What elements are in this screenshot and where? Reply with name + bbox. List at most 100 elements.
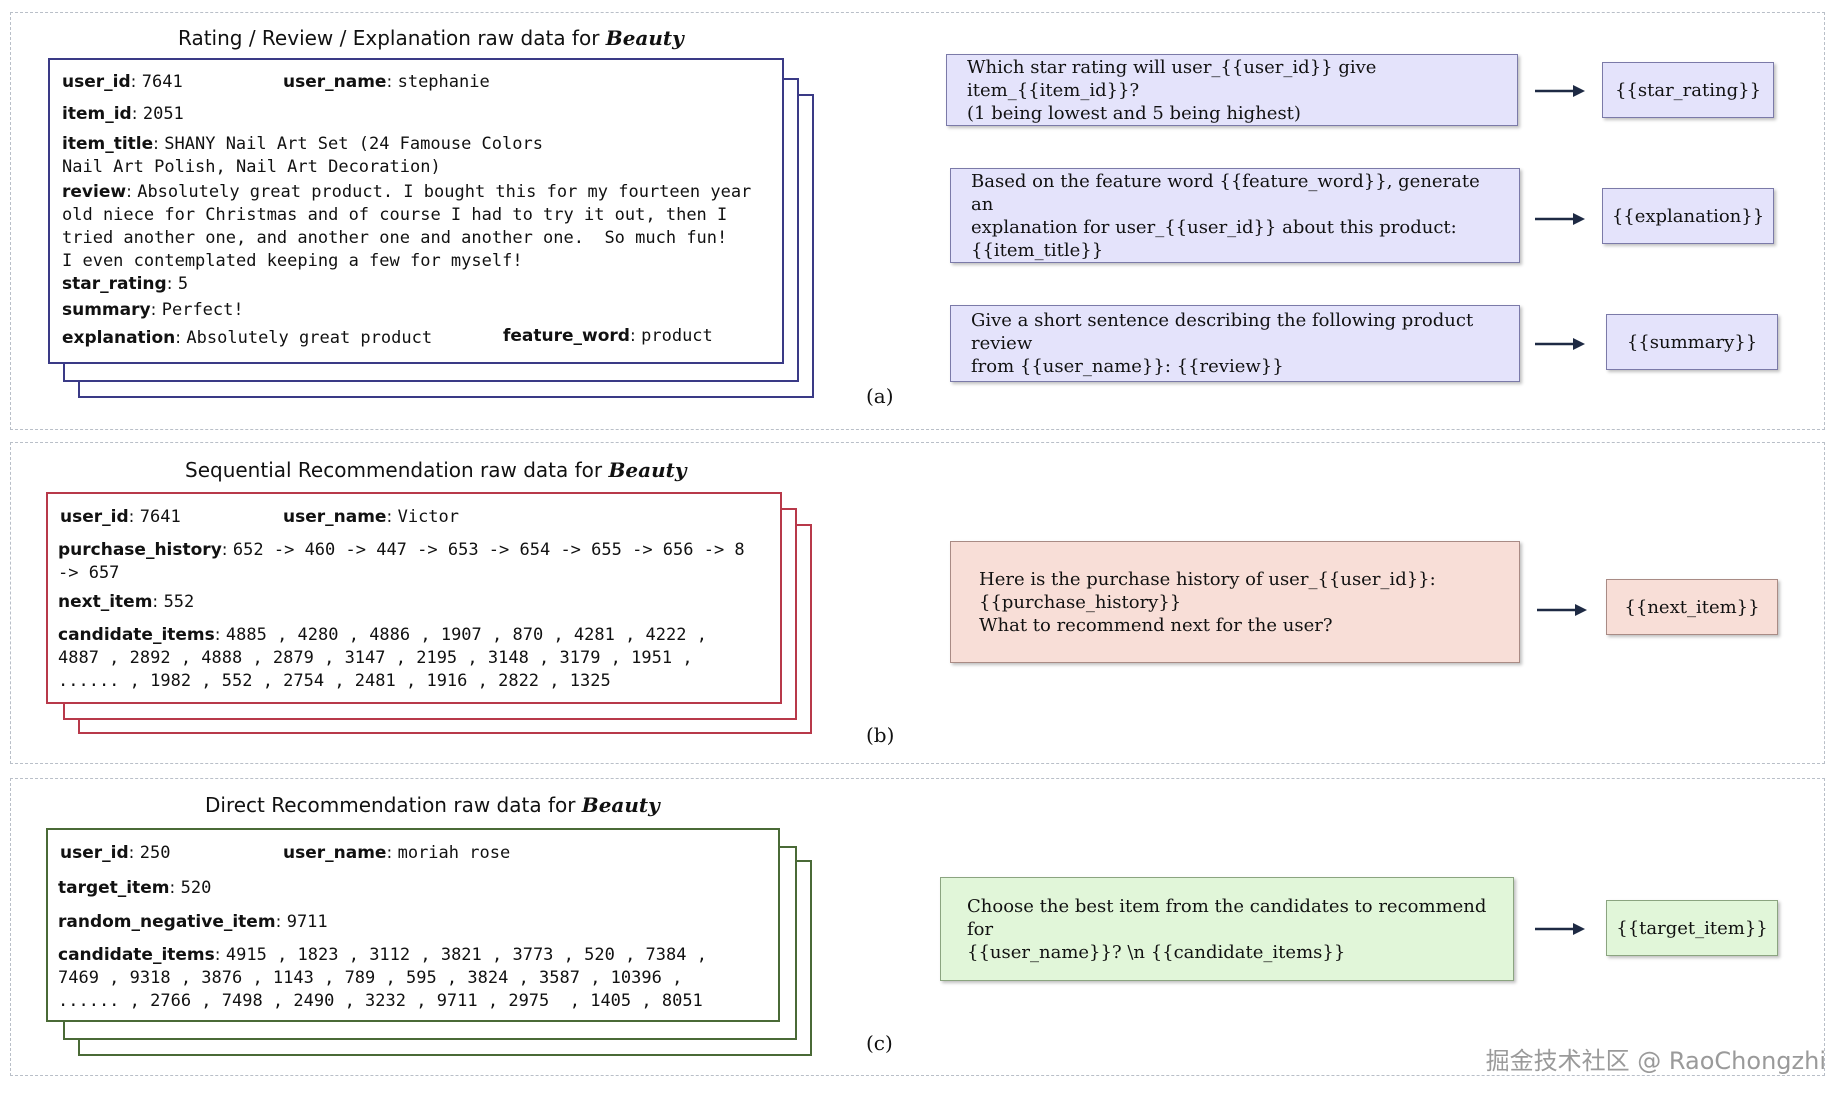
- a-explanation-row: explanation: Absolutely great product: [62, 328, 433, 348]
- a-arrow-summary: [1535, 338, 1585, 350]
- c-user-id-value: 250: [139, 843, 171, 863]
- a-item-id-row: item_id: 2051: [62, 104, 184, 124]
- b-user-name-key: user_name: [283, 507, 387, 527]
- panel-b-title: Sequential Recommendation raw data for B…: [185, 458, 686, 482]
- b-prompt-line3: What to recommend next for the user?: [979, 614, 1333, 636]
- b-user-name-row: user_name: Victor: [283, 507, 460, 527]
- c-target-item-value: 520: [180, 878, 212, 898]
- panel-a-title: Rating / Review / Explanation raw data f…: [178, 26, 684, 50]
- a-user-id-row: user_id: 7641: [62, 72, 183, 92]
- a-explanation-key: explanation: [62, 328, 176, 348]
- a-star-rating-row: star_rating: 5: [62, 274, 189, 294]
- a-arrow-rating: [1535, 85, 1585, 97]
- b-prompt-line2: {{purchase_history}}: [979, 591, 1182, 613]
- c-candidate-line3: ...... , 2766 , 7498 , 2490 , 3232 , 971…: [58, 991, 703, 1011]
- b-next-item-row: next_item: 552: [58, 592, 195, 612]
- b-purchase-history-key: purchase_history: [58, 540, 222, 560]
- a-prompt-explanation-line2: explanation for user_{{user_id}} about t…: [971, 216, 1457, 238]
- panel-c-card-front: [46, 828, 780, 1022]
- c-random-negative-row: random_negative_item: 9711: [58, 912, 328, 932]
- a-user-id-key: user_id: [62, 72, 131, 92]
- panel-a-title-text: Rating / Review / Explanation raw data f…: [178, 26, 606, 50]
- c-user-name-value: moriah rose: [397, 843, 511, 863]
- c-user-id-row: user_id: 250: [60, 843, 171, 863]
- b-purchase-history-line1: 652 -> 460 -> 447 -> 653 -> 654 -> 655 -…: [232, 540, 745, 560]
- b-next-item-value: 552: [163, 592, 195, 612]
- panel-b-title-text: Sequential Recommendation raw data for: [185, 458, 609, 482]
- b-user-id-value: 7641: [139, 507, 181, 527]
- a-summary-value: Perfect!: [161, 300, 244, 320]
- a-prompt-summary-line1: Give a short sentence describing the fol…: [971, 310, 1474, 354]
- b-arrow-next-item: [1537, 604, 1587, 616]
- c-target-target-item: {{target_item}}: [1606, 900, 1778, 956]
- a-target-summary: {{summary}}: [1606, 314, 1778, 370]
- c-user-id-key: user_id: [60, 843, 129, 863]
- a-target-star-rating: {{star_rating}}: [1602, 62, 1774, 118]
- panel-a-label: (a): [866, 384, 894, 408]
- a-review-key: review: [62, 182, 127, 202]
- panel-b-card-front: [46, 492, 782, 704]
- panel-c-title: Direct Recommendation raw data for Beaut…: [205, 793, 660, 817]
- a-prompt-explanation-line1: Based on the feature word {{feature_word…: [971, 170, 1480, 215]
- c-random-negative-value: 9711: [286, 912, 328, 932]
- a-item-title-line1: SHANY Nail Art Set (24 Famouse Colors: [164, 134, 543, 154]
- a-review-line3: tried another one, and another one and a…: [62, 228, 728, 248]
- b-user-id-row: user_id: 7641: [60, 507, 181, 527]
- a-item-title-row: item_title: SHANY Nail Art Set (24 Famou…: [62, 134, 543, 154]
- b-target-next-item: {{next_item}}: [1606, 579, 1778, 635]
- c-target-item-key: target_item: [58, 878, 170, 898]
- b-prompt-next-item: Here is the purchase history of user_{{u…: [950, 541, 1520, 663]
- c-user-name-key: user_name: [283, 843, 387, 863]
- panel-a: [10, 12, 1825, 430]
- panel-c-title-text: Direct Recommendation raw data for: [205, 793, 582, 817]
- a-item-id-value: 2051: [142, 104, 184, 124]
- panel-a-title-dataset: Beauty: [605, 26, 684, 50]
- a-feature-word-key: feature_word: [503, 326, 630, 346]
- a-review-line2: old niece for Christmas and of course I …: [62, 205, 728, 225]
- a-user-id-value: 7641: [141, 72, 183, 92]
- b-user-id-key: user_id: [60, 507, 129, 527]
- c-target-item-row: target_item: 520: [58, 878, 212, 898]
- c-prompt-target-item: Choose the best item from the candidates…: [940, 877, 1514, 981]
- a-review-row: review: Absolutely great product. I boug…: [62, 182, 752, 202]
- a-arrow-explanation: [1535, 213, 1585, 225]
- a-star-rating-key: star_rating: [62, 274, 167, 294]
- panel-c-title-dataset: Beauty: [581, 793, 660, 817]
- a-item-id-key: item_id: [62, 104, 132, 124]
- a-user-name-row: user_name: stephanie: [283, 72, 490, 92]
- c-random-negative-key: random_negative_item: [58, 912, 276, 932]
- a-item-title-key: item_title: [62, 134, 154, 154]
- a-explanation-value: Absolutely great product: [186, 328, 433, 348]
- a-review-line1: Absolutely great product. I bought this …: [137, 182, 752, 202]
- a-star-rating-value: 5: [177, 274, 189, 294]
- b-user-name-value: Victor: [397, 507, 460, 527]
- panel-b-title-dataset: Beauty: [608, 458, 687, 482]
- b-candidate-line2: 4887 , 2892 , 4888 , 2879 , 3147 , 2195 …: [58, 648, 693, 668]
- panel-b-label: (b): [866, 723, 895, 747]
- b-next-item-key: next_item: [58, 592, 153, 612]
- a-prompt-explanation: Based on the feature word {{feature_word…: [950, 168, 1520, 263]
- a-target-explanation: {{explanation}}: [1602, 188, 1774, 244]
- c-prompt-line2: {{user_name}}? \n {{candidate_items}}: [967, 941, 1346, 963]
- a-item-title-line2: Nail Art Polish, Nail Art Decoration): [62, 157, 441, 177]
- b-candidate-line1: 4885 , 4280 , 4886 , 1907 , 870 , 4281 ,…: [225, 625, 707, 645]
- c-prompt-line1: Choose the best item from the candidates…: [967, 895, 1487, 940]
- panel-c: [10, 778, 1825, 1076]
- a-prompt-explanation-line3: {{item_title}}: [971, 239, 1104, 261]
- a-summary-row: summary: Perfect!: [62, 300, 244, 320]
- c-arrow-target-item: [1535, 923, 1585, 935]
- a-prompt-rating-line2: (1 being lowest and 5 being highest): [967, 102, 1301, 124]
- b-candidate-items-row: candidate_items: 4885 , 4280 , 4886 , 19…: [58, 625, 707, 645]
- b-candidate-items-key: candidate_items: [58, 625, 215, 645]
- b-prompt-line1: Here is the purchase history of user_{{u…: [979, 568, 1436, 590]
- b-purchase-history-row: purchase_history: 652 -> 460 -> 447 -> 6…: [58, 540, 745, 560]
- panel-b: [10, 442, 1825, 764]
- a-prompt-rating-line1: Which star rating will user_{{user_id}} …: [967, 56, 1377, 101]
- a-feature-word-row: feature_word: product: [503, 326, 713, 346]
- a-feature-word-value: product: [641, 326, 713, 346]
- c-candidate-items-key: candidate_items: [58, 945, 215, 965]
- c-user-name-row: user_name: moriah rose: [283, 843, 511, 863]
- c-candidate-line2: 7469 , 9318 , 3876 , 1143 , 789 , 595 , …: [58, 968, 683, 988]
- panel-c-label: (c): [866, 1031, 893, 1055]
- a-user-name-key: user_name: [283, 72, 387, 92]
